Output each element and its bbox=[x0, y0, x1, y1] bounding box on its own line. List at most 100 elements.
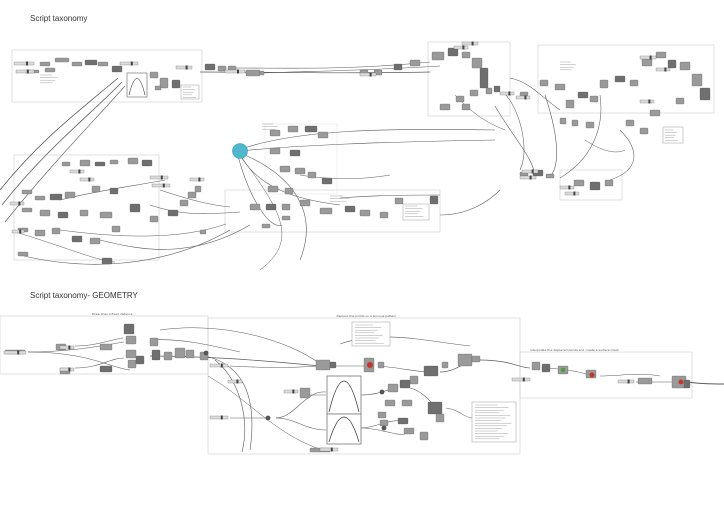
number-slider[interactable] bbox=[11, 229, 25, 234]
component-node[interactable] bbox=[319, 207, 333, 215]
component-node[interactable] bbox=[289, 149, 301, 157]
number-slider[interactable] bbox=[149, 175, 169, 180]
component-node[interactable] bbox=[199, 229, 207, 235]
highlighted-component[interactable] bbox=[232, 143, 248, 159]
slider-knob[interactable] bbox=[198, 177, 201, 182]
green-output-component[interactable] bbox=[560, 367, 566, 373]
component-node[interactable] bbox=[429, 195, 439, 205]
component-node[interactable] bbox=[519, 91, 529, 97]
component-node[interactable] bbox=[493, 85, 501, 93]
component-node[interactable] bbox=[217, 65, 227, 72]
component-node[interactable] bbox=[99, 343, 113, 351]
component-node[interactable] bbox=[439, 103, 451, 111]
slider-knob[interactable] bbox=[330, 447, 333, 452]
number-slider[interactable] bbox=[655, 67, 671, 72]
number-slider[interactable] bbox=[209, 363, 229, 368]
component-node[interactable] bbox=[61, 161, 71, 167]
component-node[interactable] bbox=[79, 209, 89, 217]
slider-knob[interactable] bbox=[369, 72, 372, 77]
component-node[interactable] bbox=[71, 235, 83, 243]
component-node[interactable] bbox=[187, 191, 197, 199]
slider-knob[interactable] bbox=[237, 69, 239, 74]
component-node[interactable] bbox=[377, 411, 387, 419]
component-node[interactable] bbox=[589, 181, 601, 191]
component-node[interactable] bbox=[109, 187, 119, 195]
component-node[interactable] bbox=[384, 399, 396, 407]
number-slider[interactable] bbox=[59, 367, 75, 372]
number-slider[interactable] bbox=[453, 45, 469, 50]
component-node[interactable] bbox=[125, 335, 137, 345]
component-node[interactable] bbox=[94, 161, 106, 167]
number-slider[interactable] bbox=[79, 177, 95, 182]
parameter-node[interactable] bbox=[381, 425, 387, 431]
component-node[interactable] bbox=[359, 209, 371, 217]
component-node[interactable] bbox=[315, 359, 331, 371]
slider-knob[interactable] bbox=[78, 169, 81, 174]
component-node[interactable] bbox=[431, 51, 445, 61]
number-slider[interactable] bbox=[13, 61, 35, 66]
component-node[interactable] bbox=[127, 157, 139, 165]
component-node[interactable] bbox=[149, 337, 159, 347]
slider-knob[interactable] bbox=[292, 389, 295, 394]
component-node[interactable] bbox=[423, 365, 439, 377]
component-node[interactable] bbox=[163, 351, 173, 361]
component-node[interactable] bbox=[281, 215, 291, 221]
component-node[interactable] bbox=[44, 67, 56, 73]
number-slider[interactable] bbox=[151, 183, 171, 188]
component-node[interactable] bbox=[307, 171, 317, 179]
slider-knob[interactable] bbox=[471, 41, 474, 46]
number-slider[interactable] bbox=[511, 377, 531, 382]
component-node[interactable] bbox=[79, 159, 91, 167]
number-slider[interactable] bbox=[189, 177, 205, 182]
number-slider[interactable] bbox=[175, 65, 193, 70]
component-node[interactable] bbox=[447, 47, 459, 57]
component-node[interactable] bbox=[397, 417, 409, 425]
number-slider[interactable] bbox=[59, 345, 75, 350]
slider-knob[interactable] bbox=[524, 95, 527, 100]
red-preview-component[interactable] bbox=[367, 362, 373, 368]
component-node[interactable] bbox=[109, 159, 119, 165]
slider-knob[interactable] bbox=[130, 61, 133, 66]
slider-knob[interactable] bbox=[19, 229, 22, 234]
number-slider[interactable] bbox=[564, 191, 580, 196]
component-node[interactable] bbox=[554, 83, 566, 91]
component-node[interactable] bbox=[185, 349, 195, 359]
number-slider[interactable] bbox=[224, 69, 246, 74]
number-slider[interactable] bbox=[15, 69, 35, 74]
component-node[interactable] bbox=[21, 189, 33, 195]
number-slider[interactable] bbox=[639, 55, 657, 60]
component-node[interactable] bbox=[614, 75, 626, 83]
component-node[interactable] bbox=[154, 85, 162, 91]
slider-knob[interactable] bbox=[26, 61, 28, 66]
component-node[interactable] bbox=[379, 211, 389, 219]
component-node[interactable] bbox=[589, 95, 599, 103]
slider-knob[interactable] bbox=[26, 69, 29, 74]
slider-knob[interactable] bbox=[508, 91, 511, 96]
number-slider[interactable] bbox=[359, 72, 377, 77]
component-node[interactable] bbox=[281, 203, 291, 211]
number-slider[interactable] bbox=[617, 379, 635, 384]
number-slider[interactable] bbox=[519, 175, 537, 180]
component-node[interactable] bbox=[461, 51, 471, 59]
slider-knob[interactable] bbox=[236, 379, 239, 384]
graph-mapper-3[interactable] bbox=[326, 413, 362, 445]
slider-knob[interactable] bbox=[220, 415, 223, 420]
slider-knob[interactable] bbox=[649, 55, 652, 60]
component-node[interactable] bbox=[691, 73, 703, 87]
graph-mapper-2[interactable] bbox=[326, 375, 362, 415]
component-node[interactable] bbox=[141, 159, 153, 167]
slider-knob[interactable] bbox=[185, 65, 188, 70]
slider-knob[interactable] bbox=[17, 350, 20, 355]
slider-knob[interactable] bbox=[627, 379, 630, 384]
slider-knob[interactable] bbox=[529, 175, 532, 180]
number-slider[interactable] bbox=[499, 91, 515, 96]
component-node[interactable] bbox=[419, 431, 429, 441]
component-node[interactable] bbox=[471, 355, 481, 363]
component-node[interactable] bbox=[129, 203, 141, 213]
component-node[interactable] bbox=[399, 379, 411, 389]
component-node[interactable] bbox=[171, 79, 181, 89]
component-node[interactable] bbox=[565, 99, 575, 109]
component-node[interactable] bbox=[149, 215, 159, 223]
component-node[interactable] bbox=[111, 225, 121, 233]
